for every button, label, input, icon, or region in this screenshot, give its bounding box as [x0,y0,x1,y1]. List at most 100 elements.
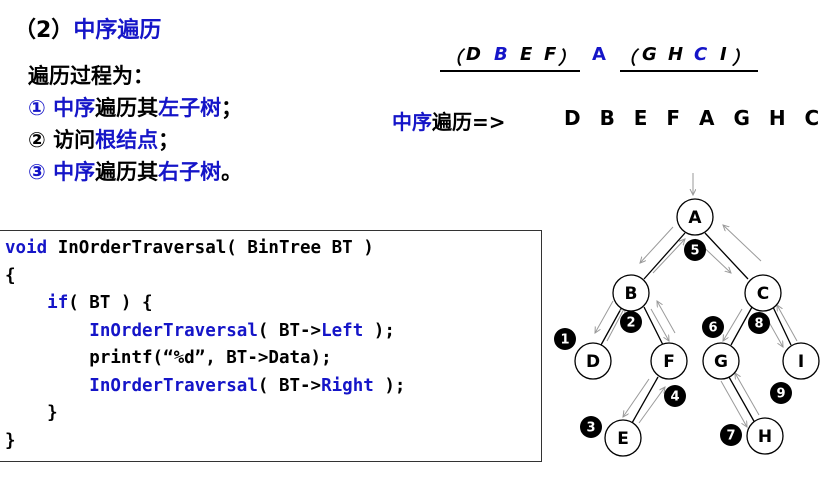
code-line-2: { [5,265,16,286]
step-badge-1 [554,328,576,350]
steps-heading: 遍历过程为： [28,64,154,88]
edge-f-e [631,376,659,424]
code-field-left: Left [321,320,364,341]
code-line-4-mid: ( BT-> [257,320,322,341]
section-title: （2）中序遍历 [14,12,161,44]
code-line-6-end: ); [373,375,406,396]
node-a-label: A [688,208,702,228]
step-badge-9 [770,382,792,404]
edge-a-b [643,232,686,280]
edge-c-g [730,306,753,346]
step-badge-7-label: 7 [726,429,735,444]
step-2: ② 访问根结点； [28,124,242,156]
left-paren-open: （ [444,48,467,69]
node-g-label: G [714,352,728,372]
left-item-e: E [520,44,538,65]
edge-c-i [772,306,792,346]
step-2-b: 根结点 [95,128,159,152]
node-i [782,342,820,380]
result-label-rest: 遍历=> [432,110,506,134]
node-f [650,342,688,380]
step-badge-4 [664,385,686,407]
step-3: ③ 中序遍历其右子树。 [28,156,242,188]
result-label-blue: 中序 [392,110,432,134]
step-2-circled: ② [28,128,46,152]
tree-edges [600,232,792,424]
step-badge-3 [580,416,602,438]
code-field-right: Right [321,375,374,396]
right-item-h: H [668,44,689,65]
inorder-partition: （ D B E F ） A （ G H C I ） [440,44,760,74]
node-d-label: D [586,352,600,372]
edge-a-c [704,232,749,280]
code-keyword-void: void [5,238,48,258]
step-badge-9-label: 9 [776,387,785,402]
left-item-d: D [466,44,486,65]
code-line-1: InOrderTraversal( BinTree BT ) [47,238,374,258]
edge-g-h [728,376,756,424]
code-line-7: } [47,403,58,423]
node-h [746,417,784,455]
step-badge-4-label: 4 [670,390,679,405]
step-1: ① 中序遍历其左子树； [28,92,242,124]
step-2-a: 访问 [53,128,96,152]
edge-b-d [600,306,623,346]
step-badge-3-label: 3 [586,421,595,436]
edge-b-f [643,306,664,346]
section-number: （2） [14,18,74,43]
step-badge-7 [720,424,742,446]
right-item-g: G [642,44,662,65]
step-badge-1-label: 1 [560,333,569,348]
step-2-c: ； [158,128,180,152]
step-3-c: 右子树 [158,160,222,184]
left-underline [440,70,580,72]
step-3-d: 。 [221,160,243,184]
step-badge-8 [748,312,770,334]
traversal-steps: 遍历过程为： ① 中序遍历其左子树； ② 访问根结点； ③ 中序遍历其右子树。 [28,60,242,188]
node-h-label: H [758,427,772,447]
code-line-3: ( BT ) { [68,293,153,313]
code-keyword-if: if [47,293,69,313]
inorder-result: 中序遍历=> D B E F A G H C I [392,106,827,135]
right-item-c: C [694,44,713,65]
node-e [604,419,642,457]
step-badge-6 [702,316,724,338]
left-paren-close: ） [558,48,581,69]
step-3-circled: ③ [28,160,46,184]
root-item-a: A [592,44,611,65]
step-3-b: 遍历其 [95,160,159,184]
left-item-f: F [544,44,562,65]
code-line-8: } [5,430,16,451]
code-block: void InOrderTraversal( BinTree BT ) { if… [0,230,542,462]
node-f-label: F [663,352,675,372]
step-1-b: 遍历其 [95,96,159,120]
step-1-circled: ① [28,96,46,120]
step-badge-2-label: 2 [626,316,635,331]
code-line-5: printf(“%d”, BT->Data); [89,348,332,368]
node-c-label: C [757,284,769,304]
node-e-label: E [617,429,629,449]
node-g [702,342,740,380]
right-paren-open: （ [618,48,641,69]
node-i-label: I [798,352,804,372]
step-badge-5-label: 5 [690,244,699,259]
code-line-6-mid: ( BT-> [257,375,322,396]
code-line-4-end: ); [363,320,395,341]
right-paren-close: ） [732,48,755,69]
node-d [574,342,612,380]
node-c [744,274,782,312]
code-call-right: InOrderTraversal [89,375,258,396]
binary-tree-diagram: A B C D F G I E H 1 2 3 4 5 6 7 8 9 [554,173,820,457]
node-b-label: B [625,284,638,304]
step-1-c: 左子树 [158,96,222,120]
left-item-b: B [494,44,513,65]
right-underline [620,70,758,72]
step-3-a: 中序 [53,160,96,184]
step-badge-6-label: 6 [708,321,717,336]
code-call-left: InOrderTraversal [89,320,258,341]
step-badge-5 [684,239,706,261]
step-1-d: ； [221,96,243,120]
right-item-i: I [720,44,732,65]
result-order: D B E F A G H C I [564,106,827,130]
section-title-text: 中序遍历 [73,18,162,43]
